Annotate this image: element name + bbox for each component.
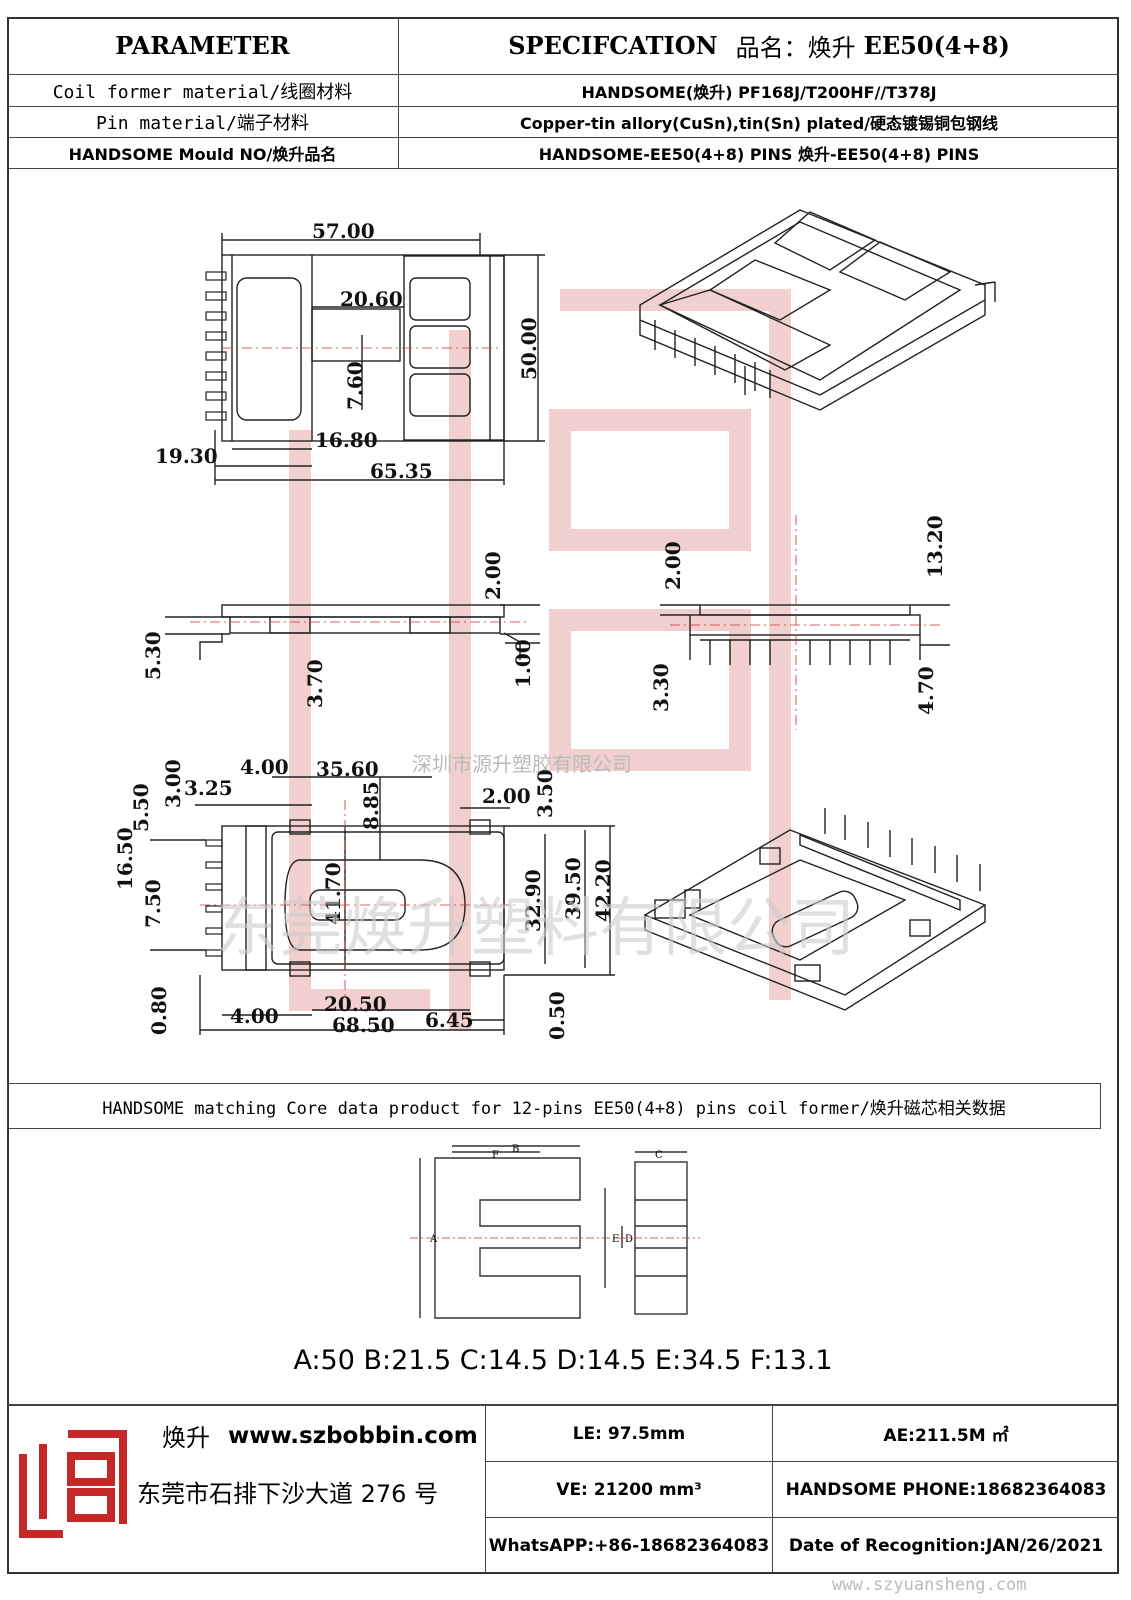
core-label-e: E [612,1234,619,1245]
dim-label: 7.50 [141,879,165,928]
watermark-logo [289,289,791,1030]
dim-label: 3.30 [649,663,673,712]
dim-label: 5.50 [129,783,153,832]
dim-label: 50.00 [517,317,541,380]
row-label: HANDSOME Mould NO/焕升品名 [68,145,337,164]
website-link[interactable]: www.szbobbin.com [228,1422,478,1449]
dim-label: 65.35 [370,459,433,483]
core-data-title-bar: HANDSOME matching Core data product for … [7,1083,1101,1129]
dim-label: 3.70 [303,659,327,708]
dim-label: 1.00 [511,639,535,688]
isometric-view-bottom [643,808,987,1011]
core-label-d: D [625,1234,633,1245]
table-row: Pin material/端子材料 Copper-tin allory(CuSn… [7,107,1119,138]
dim-label: 0.50 [545,991,569,1040]
dim-label: 4.00 [230,1004,279,1028]
row-value: Copper-tin allory(CuSn),tin(Sn) plated/硬… [519,114,999,133]
le-value: LE: 97.5mm [572,1423,686,1444]
dim-label: 2.00 [482,784,531,808]
company-address: 东莞市石排下沙大道 276 号 [137,1480,439,1508]
dim-label: 4.00 [240,755,289,779]
phone-number: HANDSOME PHONE:18682364083 [785,1479,1107,1500]
dim-label: 3.00 [161,759,185,808]
core-label-b: B [512,1144,519,1155]
dim-label: 20.60 [340,287,403,311]
core-label-a: A [429,1234,438,1245]
ae-value: AE:211.5M ㎡ [883,1426,1009,1446]
dim-label: 35.60 [316,757,379,781]
dim-label: 8.85 [359,781,383,830]
product-code: EE50(4+8) [863,31,1010,60]
specification-heading: SPECIFCATION [508,31,718,60]
dim-label: 20.50 [324,992,387,1016]
core-drawing: B F C A E D [410,1144,700,1319]
dim-label: 5.30 [141,631,165,680]
core-label-f: F [492,1150,499,1161]
parameter-heading: PARAMETER [115,31,290,60]
recognition-date: Date of Recognition:JAN/26/2021 [788,1536,1104,1556]
dim-label: 6.45 [425,1008,474,1032]
company-logo [19,1430,127,1538]
dim-label: 16.50 [113,827,137,890]
company-watermark-text: 深圳市源升塑胶有限公司 [412,752,632,776]
dim-label: 42.20 [591,859,615,922]
row-label: Pin material/端子材料 [96,113,309,134]
dim-label: 57.00 [312,219,375,243]
dim-label: 39.50 [561,857,585,920]
dim-label: 3.25 [184,776,233,800]
table-row: Coil former material/线圈材料 HANDSOME(焕升) P… [7,75,1119,107]
bottom-view [150,776,615,1035]
ve-value: VE: 21200 mm³ [556,1479,702,1500]
dim-label: 19.30 [155,444,218,468]
dim-label: 41.70 [321,862,345,925]
isometric-view-top [639,209,996,411]
dim-label: 7.60 [343,361,367,410]
whatsapp-number: WhatsAPP:+86-18682364083 [488,1536,770,1556]
core-data-title: HANDSOME matching Core data product for … [102,1098,1006,1119]
row-value: HANDSOME(焕升) PF168J/T200HF//T378J [581,82,937,102]
top-view [205,233,545,485]
technical-drawing: 57.00 20.60 7.60 50.00 16.80 19.30 65.35… [113,209,996,1040]
brand-name: 焕升 [162,1424,210,1452]
table-row: HANDSOME Mould NO/焕升品名 HANDSOME-EE50(4+8… [7,138,1119,169]
dim-label: 3.50 [533,769,557,818]
dim-label: 68.50 [332,1013,395,1037]
url-watermark: www.szyuansheng.com [832,1575,1027,1595]
dim-label: 13.20 [923,515,947,578]
dim-label: 4.70 [914,666,938,715]
dim-label: 16.80 [315,428,378,452]
product-label: 品名：焕升 [735,34,856,62]
core-dimensions: A:50 B:21.5 C:14.5 D:14.5 E:34.5 F:13.1 [293,1345,833,1376]
spec-sheet [7,17,1119,1574]
core-label-c: C [655,1150,663,1161]
footer: 焕升 www.szbobbin.com 东莞市石排下沙大道 276 号 LE: … [7,1404,1119,1576]
company-watermark-large: 东莞焕升塑料有限公司 [215,892,855,966]
row-label: Coil former material/线圈材料 [52,81,353,103]
dim-label: 2.00 [481,551,505,600]
table-header-row: PARAMETER SPECIFCATION 品名：焕升 EE50(4+8) [7,17,1119,75]
side-view-left [165,604,540,660]
dim-label: 32.90 [521,869,545,932]
dim-label: 0.80 [147,986,171,1035]
dim-label: 2.00 [661,541,685,590]
row-value: HANDSOME-EE50(4+8) PINS 焕升-EE50(4+8) PIN… [538,145,980,164]
